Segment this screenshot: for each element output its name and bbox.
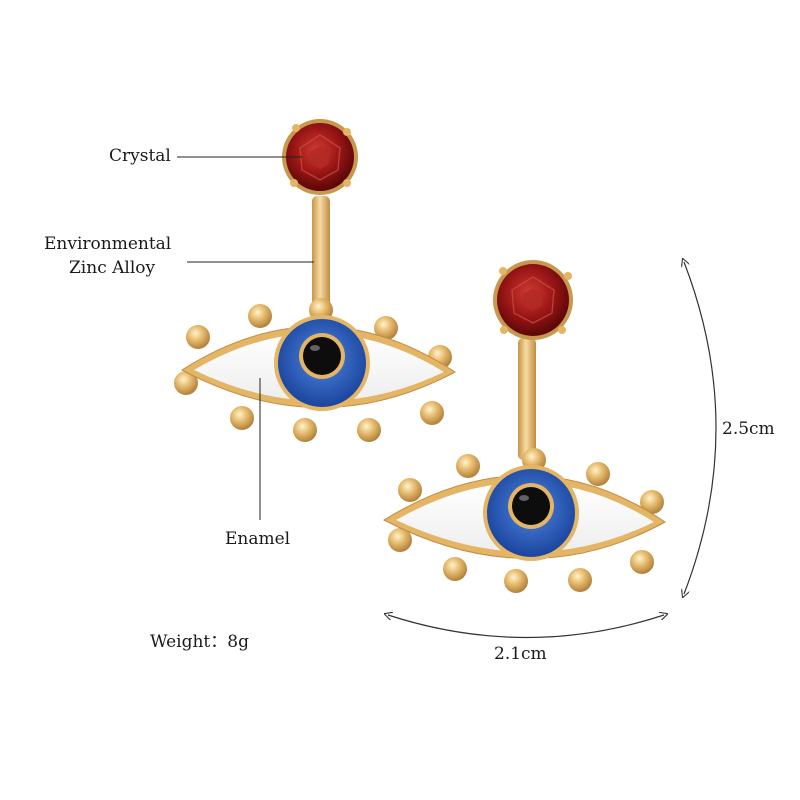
alloy-label-line1: Environmental xyxy=(44,234,172,254)
right-post xyxy=(518,338,536,460)
right-crystal xyxy=(493,260,573,340)
right-eye xyxy=(382,465,666,561)
right-earring xyxy=(382,260,666,593)
left-earring xyxy=(174,119,456,442)
height-dimension-arrow xyxy=(684,262,717,594)
alloy-label-line2: Zinc Alloy xyxy=(69,258,156,278)
left-post xyxy=(312,196,330,306)
width-label: 2.1cm xyxy=(494,644,547,664)
right-pupil xyxy=(512,487,550,525)
left-pupil xyxy=(303,337,341,375)
height-label: 2.5cm xyxy=(722,419,775,439)
crystal-label: Crystal xyxy=(109,146,171,166)
width-dimension-arrow xyxy=(388,615,664,639)
left-eye xyxy=(181,315,456,411)
left-crystal xyxy=(282,119,358,195)
weight-label: Weight：8g xyxy=(150,632,249,652)
enamel-label: Enamel xyxy=(225,529,291,549)
